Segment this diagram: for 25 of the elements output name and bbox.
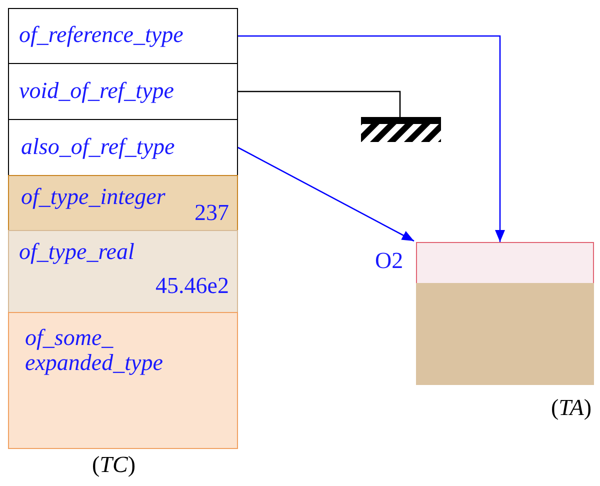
- ground-icon: [361, 117, 441, 142]
- reference-slot-box: [416, 242, 594, 284]
- field-row: [8, 175, 238, 231]
- field-row: [8, 230, 238, 313]
- field-row: [8, 312, 238, 449]
- field-name: of_some_ expanded_type: [25, 325, 164, 376]
- object-name-label: O2: [375, 248, 404, 274]
- arrow: [238, 35, 505, 242]
- object-type-caption: (TC): [92, 452, 136, 478]
- arrow: [238, 146, 414, 242]
- object-type-caption: (TA): [551, 395, 592, 421]
- field-name: void_of_ref_type: [19, 78, 174, 104]
- object-box: [8, 8, 238, 448]
- field-value: 237: [194, 200, 229, 226]
- object-box: [416, 242, 594, 385]
- field-row: [8, 119, 238, 176]
- field-row: [8, 63, 238, 120]
- field-name: of_type_real: [19, 239, 134, 264]
- field-name: of_type_integer: [21, 184, 166, 210]
- field-value: 45.46e2: [156, 273, 229, 298]
- field-name: of_reference_type: [19, 22, 184, 48]
- field-name: also_of_ref_type: [21, 134, 175, 160]
- field-row: [8, 8, 238, 64]
- connector-line: [238, 90, 401, 117]
- expanded-part-box: [416, 283, 594, 385]
